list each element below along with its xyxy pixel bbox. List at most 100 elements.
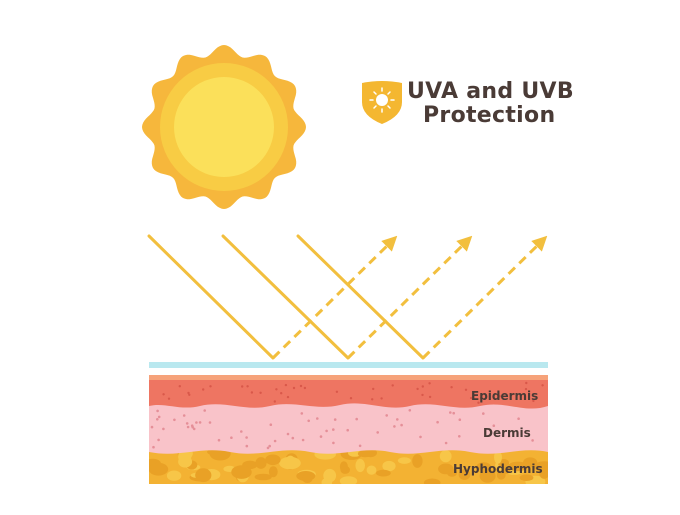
epidermis-dot bbox=[273, 400, 276, 403]
reflected-rays bbox=[271, 235, 548, 360]
fat-cell bbox=[439, 450, 452, 463]
dermis-dot bbox=[185, 422, 189, 425]
epidermis-dot bbox=[286, 395, 290, 399]
dermis-dot bbox=[245, 444, 249, 448]
fat-cell bbox=[149, 462, 169, 476]
fat-cell bbox=[195, 468, 212, 483]
dermis-dot bbox=[458, 418, 462, 422]
epidermis-dot bbox=[469, 396, 473, 400]
epidermis-dot bbox=[541, 384, 544, 387]
dermis-dot bbox=[385, 414, 389, 417]
epidermis-dot bbox=[178, 385, 181, 388]
epidermis-dot bbox=[284, 383, 288, 387]
fat-cell bbox=[458, 469, 471, 480]
dermis-dot bbox=[245, 436, 248, 439]
dermis-dot bbox=[346, 428, 350, 432]
fat-cell bbox=[519, 474, 534, 482]
incoming-rays bbox=[147, 234, 425, 360]
skin-layers bbox=[149, 375, 548, 484]
epidermis-dot bbox=[464, 388, 468, 391]
epidermis-dot bbox=[421, 385, 424, 388]
dermis-dot bbox=[436, 420, 439, 424]
dermis-dot bbox=[419, 435, 422, 439]
epidermis-dot bbox=[479, 396, 483, 400]
dermis-dot bbox=[316, 417, 319, 420]
epidermis-dot bbox=[380, 397, 383, 400]
reflected-ray-2 bbox=[346, 235, 473, 360]
dermis-dot bbox=[396, 418, 399, 421]
dermis-dot bbox=[273, 439, 277, 443]
dermis-dot bbox=[301, 438, 305, 442]
fat-cell bbox=[265, 454, 281, 466]
fat-cell bbox=[376, 469, 391, 477]
dermis-dot bbox=[268, 444, 272, 448]
epidermis-dot bbox=[162, 393, 165, 396]
dermis-dot bbox=[458, 435, 461, 438]
epidermis-dot bbox=[188, 393, 191, 396]
shield-sun-icon bbox=[362, 81, 402, 124]
epidermis-dot bbox=[292, 386, 296, 390]
fat-cell bbox=[268, 466, 278, 478]
dermis-dot bbox=[507, 435, 511, 438]
fat-cell bbox=[178, 456, 193, 468]
epidermis-dot bbox=[450, 386, 453, 389]
epidermis-dot bbox=[428, 395, 432, 399]
dermis-dot bbox=[291, 436, 295, 440]
fat-cell bbox=[412, 454, 423, 468]
dermis-dot bbox=[286, 432, 290, 436]
epidermis-dot bbox=[349, 397, 353, 400]
dermis-dot bbox=[393, 425, 396, 428]
dermis-dot bbox=[307, 419, 311, 423]
dermis-dot bbox=[157, 438, 160, 442]
dermis-dot bbox=[355, 417, 359, 421]
hypodermis-label: Hyphodermis bbox=[453, 462, 543, 476]
fat-cell bbox=[339, 461, 348, 473]
fat-cell bbox=[501, 466, 511, 474]
sun-inner-disc bbox=[174, 77, 274, 177]
epidermis-label: Epidermis bbox=[471, 389, 539, 403]
hypodermis-texture bbox=[149, 446, 548, 484]
dermis-dot bbox=[325, 429, 328, 433]
incoming-ray-3 bbox=[296, 234, 425, 360]
dermis-dot bbox=[452, 411, 456, 415]
fat-cell bbox=[508, 461, 528, 472]
epidermis-dot bbox=[524, 387, 528, 391]
fat-cell bbox=[382, 460, 396, 472]
epidermis-layer bbox=[149, 375, 548, 409]
epidermis-dot bbox=[187, 391, 190, 395]
epidermis-dot bbox=[299, 384, 303, 388]
dermis-dot bbox=[186, 425, 190, 429]
dermis-dot bbox=[198, 421, 202, 424]
fat-cell bbox=[231, 465, 252, 479]
fat-cell bbox=[479, 469, 496, 483]
epidermis-dot bbox=[477, 401, 480, 404]
fat-cell bbox=[357, 450, 373, 458]
fat-cell bbox=[302, 474, 313, 483]
dermis-dot bbox=[266, 446, 270, 450]
epidermis-dot bbox=[391, 384, 394, 387]
dermis-dot bbox=[358, 444, 362, 448]
dermis-dot bbox=[333, 418, 337, 421]
epidermis-dot bbox=[303, 386, 307, 390]
dermis-dot bbox=[162, 427, 165, 431]
dermis-dot bbox=[230, 436, 233, 440]
epidermis-dot bbox=[202, 388, 205, 391]
reflected-ray-3 bbox=[421, 235, 548, 360]
dermis-dot bbox=[203, 409, 206, 412]
fat-cell bbox=[279, 456, 301, 470]
dermis-dot bbox=[332, 441, 335, 445]
dermis-label: Dermis bbox=[483, 426, 531, 440]
epidermis-dot bbox=[498, 395, 502, 398]
title-line-2: Protection bbox=[423, 103, 556, 128]
dermis-dot bbox=[240, 430, 243, 433]
fat-cell bbox=[397, 457, 411, 464]
dermis-dot bbox=[482, 412, 485, 415]
dermis-dot bbox=[208, 421, 212, 424]
dermis-dot bbox=[150, 425, 154, 429]
epidermis-dot bbox=[259, 391, 262, 394]
incoming-ray-1 bbox=[147, 234, 275, 360]
dermis-dot bbox=[217, 438, 221, 442]
dermis-dot bbox=[449, 411, 452, 414]
epidermis-dot bbox=[280, 392, 283, 395]
